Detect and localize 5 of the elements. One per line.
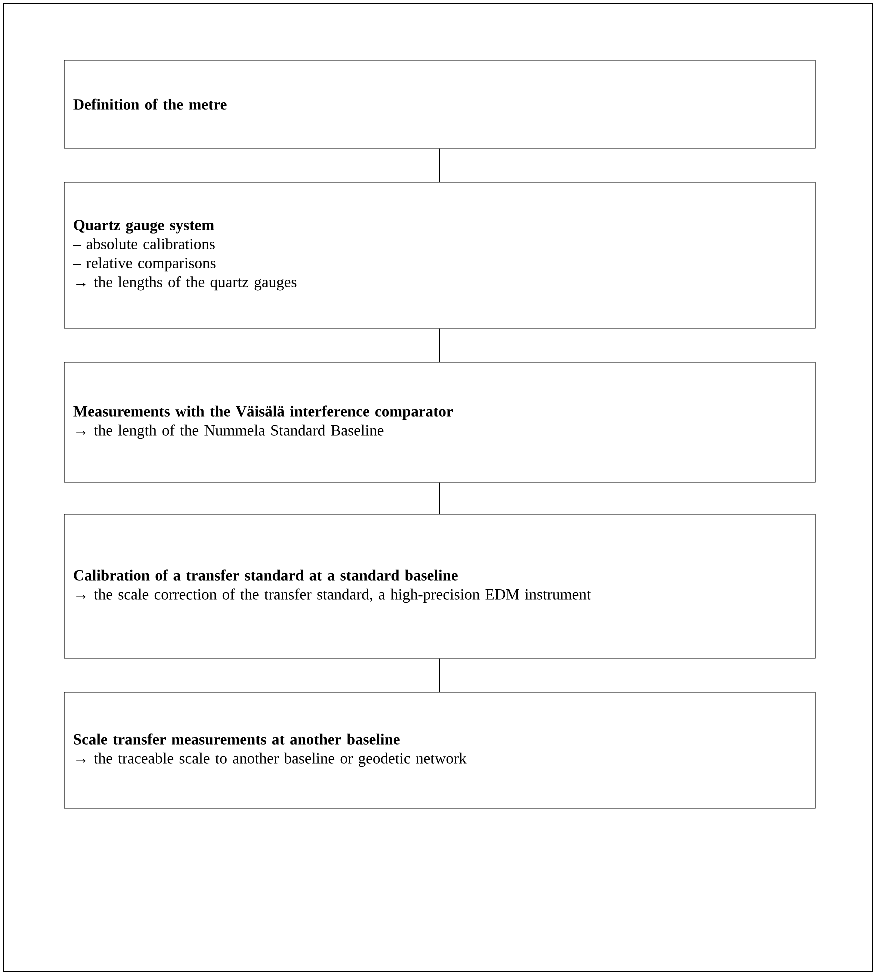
process-box: Quartz gauge system – absolute calibrations – relative comparisons → the lengths of the quartz gauges bbox=[64, 182, 816, 329]
process-box: Calibration of a transfer standard at a standard baseline → the scale correction of the transfer standard, a high-precision EDM instrument bbox=[64, 514, 816, 659]
process-box: Definition of the metre bbox=[64, 60, 816, 149]
process-box: Measurements with the Väisälä interference comparator → the length of the Nummela Standard Baseline bbox=[64, 362, 816, 483]
process-box: Scale transfer measurements at another baseline → the traceable scale to another baseline or geodetic network bbox=[64, 692, 816, 809]
